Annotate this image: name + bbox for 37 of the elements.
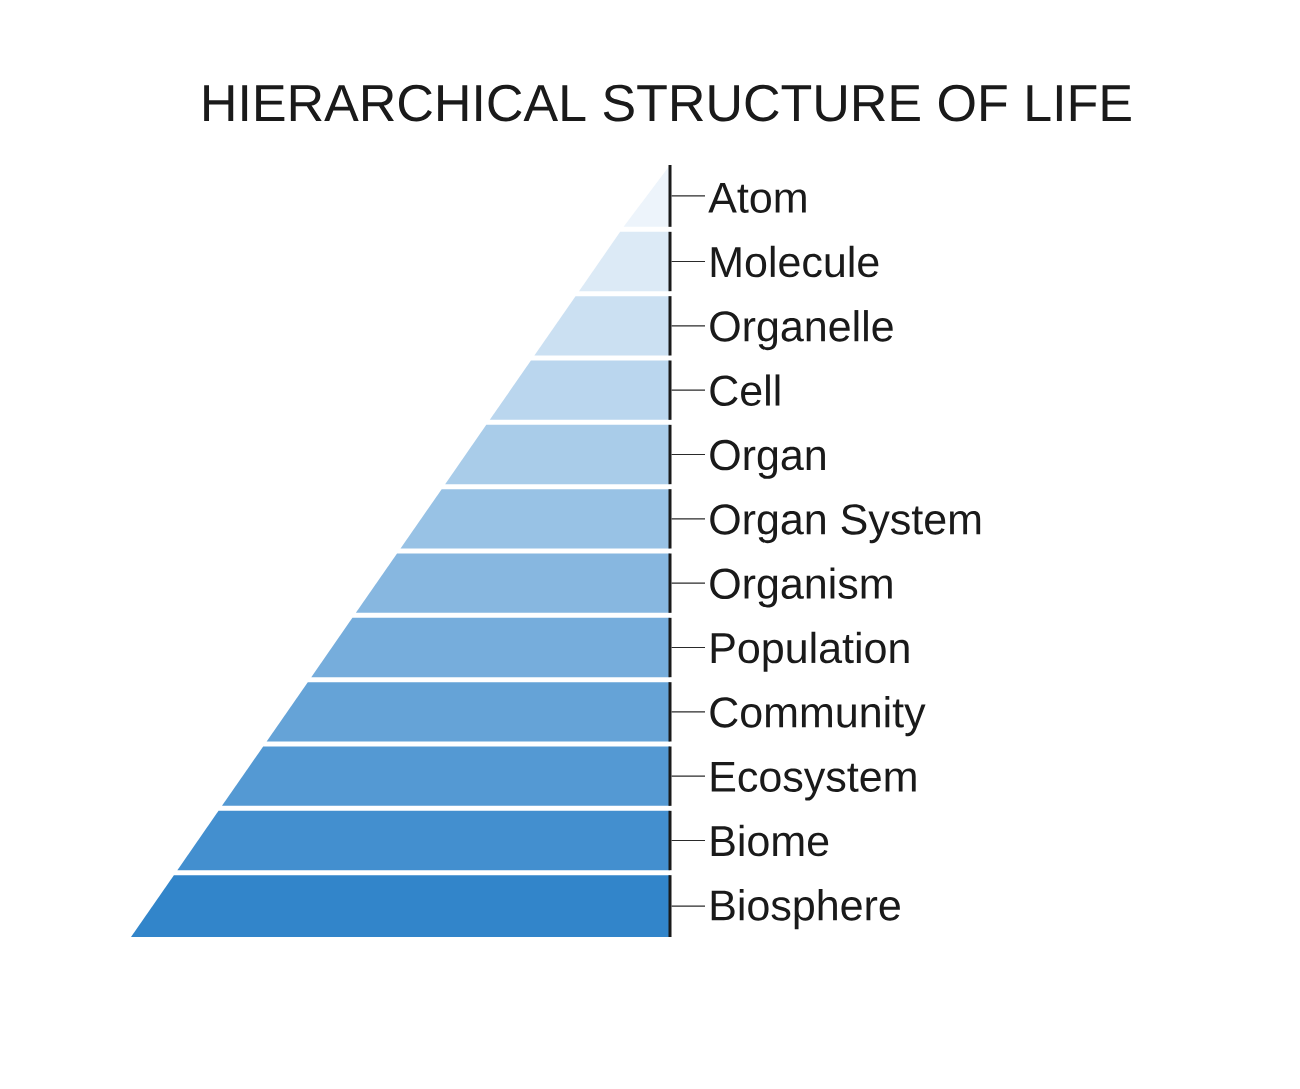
leader-line: [670, 646, 706, 649]
pyramid-band: [534, 296, 672, 356]
pyramid-band: [311, 617, 672, 678]
level-label: Biosphere: [711, 889, 900, 930]
level-label: Community: [710, 696, 926, 737]
leader-line: [670, 325, 706, 327]
level-label: Molecule: [711, 245, 879, 278]
pyramid-band: [355, 553, 672, 613]
level-label: Organ: [710, 439, 825, 479]
leader-line: [670, 711, 706, 713]
leader-line: [670, 195, 706, 197]
level-label: Atom: [708, 183, 806, 213]
leader-line: [670, 389, 706, 391]
leader-line: [670, 839, 706, 842]
leader-line: [670, 260, 706, 263]
level-label: Ecosystem: [711, 762, 916, 801]
level-label: Organelle: [710, 310, 893, 351]
level-label: Population: [711, 631, 909, 672]
pyramid-band: [445, 424, 672, 485]
leader-line: [670, 582, 706, 584]
pyramid-band: [177, 810, 672, 871]
leader-line: [670, 775, 706, 777]
pyramid-band: [266, 682, 672, 742]
level-label: Cell: [710, 374, 780, 406]
pyramid-band: [579, 231, 672, 292]
leader-line: [670, 453, 706, 456]
level-label: Organ System: [710, 504, 981, 544]
pyramid-band: [489, 360, 672, 420]
pyramid-band: [623, 165, 672, 227]
leader-line: [670, 905, 706, 907]
pyramid-band: [400, 489, 672, 549]
level-label: Biome: [711, 824, 829, 857]
title: HIERARCHICAL STRUCTURE OF LIFE: [204, 84, 1131, 122]
leader-line: [670, 518, 706, 520]
pyramid-band: [131, 875, 672, 937]
level-label: Organism: [710, 567, 892, 608]
pyramid-band: [222, 746, 672, 806]
